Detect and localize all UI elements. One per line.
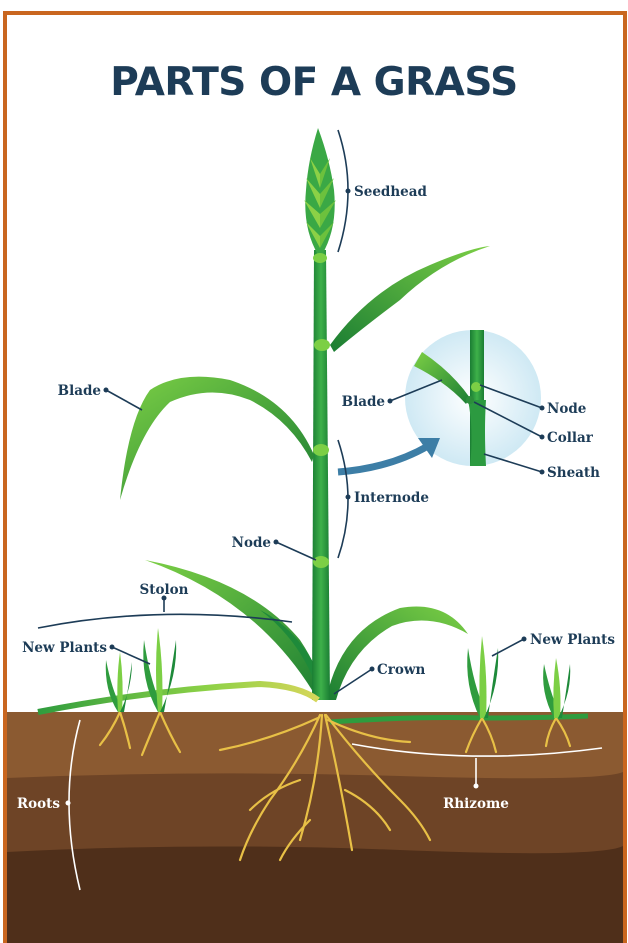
label-inset-collar: Collar (547, 430, 594, 446)
node-middle (313, 444, 329, 456)
soil (7, 712, 623, 943)
page-title: PARTS OF A GRASS (110, 60, 518, 105)
label-seedhead: Seedhead (354, 184, 428, 200)
label-node: Node (232, 535, 271, 551)
label-inset-blade: Blade (342, 394, 385, 410)
node-seedhead (313, 253, 327, 263)
label-rhizome: Rhizome (443, 796, 509, 812)
label-roots: Roots (17, 796, 60, 812)
soil-deep-layer (7, 846, 623, 943)
label-new-plants-left: New Plants (22, 640, 107, 656)
label-blade: Blade (58, 383, 101, 399)
label-internode: Internode (354, 490, 429, 506)
label-new-plants-right: New Plants (530, 632, 615, 648)
node-upper (314, 339, 330, 351)
inset-collar (466, 396, 474, 404)
label-crown: Crown (377, 662, 425, 678)
inset-node (471, 382, 481, 392)
label-inset-node: Node (547, 401, 586, 417)
node-lower (313, 556, 329, 568)
label-inset-sheath: Sheath (547, 465, 600, 481)
label-stolon: Stolon (140, 582, 189, 598)
